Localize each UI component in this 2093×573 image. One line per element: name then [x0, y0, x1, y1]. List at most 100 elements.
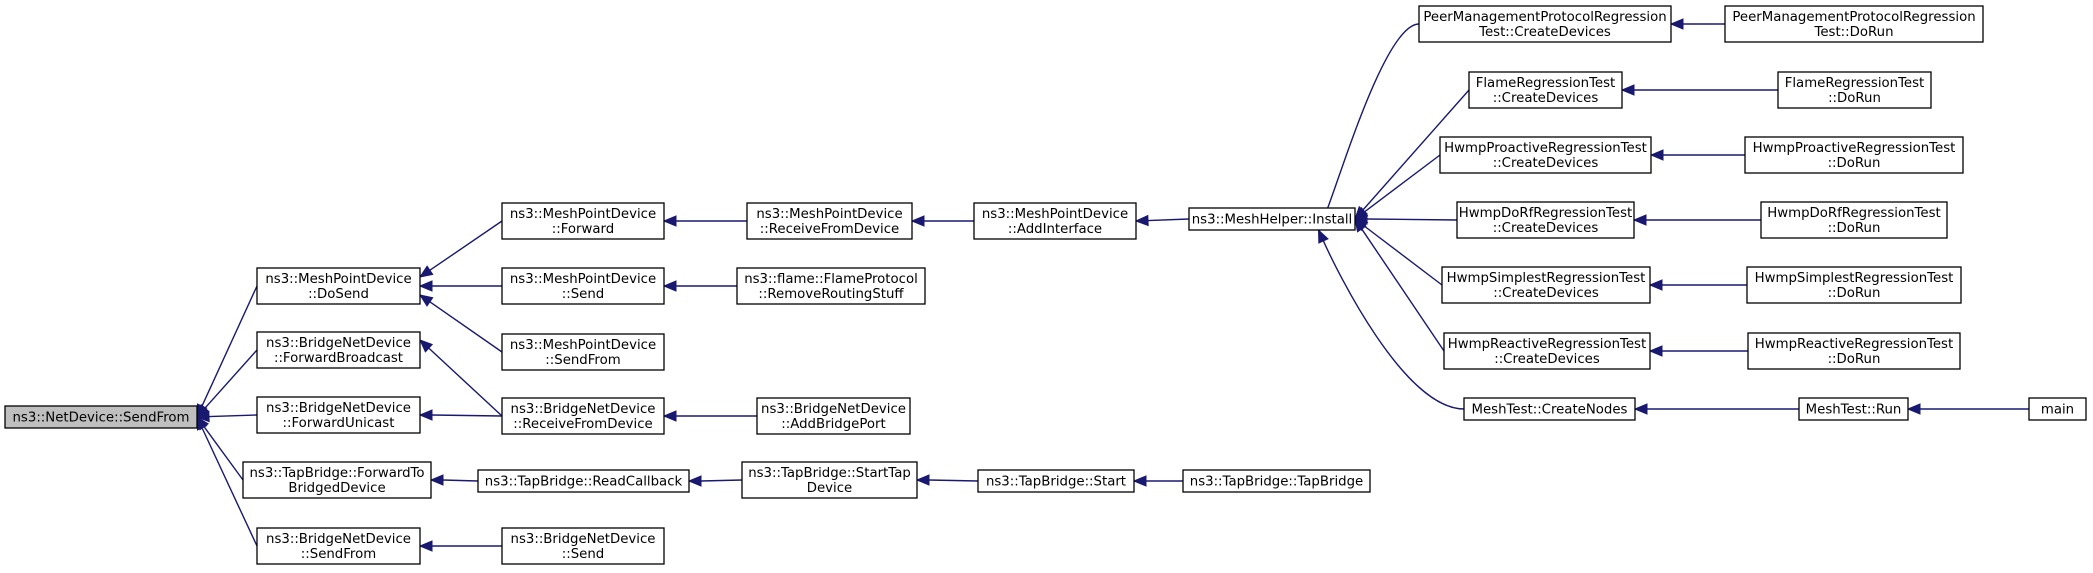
node-hdorf-create[interactable]: HwmpDoRfRegressionTest::CreateDevices [1456, 201, 1635, 239]
edge-tap-ctor-to-tap-start [1132, 475, 1183, 487]
node-meshhelper[interactable]: ns3::MeshHelper::Install [1188, 207, 1356, 231]
node-label: ::ReceiveFromDevice [760, 222, 899, 237]
node-box [242, 461, 432, 499]
node-tap-readcb[interactable]: ns3::TapBridge::ReadCallback [477, 469, 690, 493]
node-label: Test::CreateDevices [1478, 25, 1611, 40]
node-box [1724, 5, 1984, 43]
arrow-head-icon [1632, 214, 1647, 226]
edge-line [429, 301, 503, 353]
node-flame-dorun[interactable]: FlameRegressionTest::DoRun [1777, 71, 1932, 109]
node-label: FlameRegressionTest [1476, 76, 1616, 91]
edge-hdorf-create-to-meshhelper [1353, 213, 1458, 225]
node-label: ::CreateDevices [1493, 91, 1599, 106]
arrow-head-icon [1649, 149, 1664, 161]
edge-meshhelper-to-mpd-addif [1134, 214, 1190, 227]
node-label: ns3::MeshPointDevice [510, 338, 656, 353]
node-hpro-dorun[interactable]: HwmpProactiveRegressionTest::DoRun [1744, 136, 1964, 174]
node-hreact-dorun[interactable]: HwmpReactiveRegressionTest::DoRun [1747, 332, 1961, 370]
node-box [501, 527, 665, 565]
node-hdorf-dorun[interactable]: HwmpDoRfRegressionTest::DoRun [1760, 201, 1948, 239]
node-bnd-sendfrom[interactable]: ns3::BridgeNetDevice::SendFrom [256, 527, 421, 565]
node-hsimple-create[interactable]: HwmpSimplestRegressionTest::CreateDevice… [1441, 266, 1651, 304]
node-mpd-dosend[interactable]: ns3::MeshPointDevice::DoSend [256, 267, 421, 305]
edge-hreact-dorun-to-hreact-create [1648, 345, 1748, 357]
arrow-head-icon [195, 410, 210, 423]
node-bnd-recvfrom[interactable]: ns3::BridgeNetDevice::ReceiveFromDevice [501, 397, 665, 435]
node-sendfrom[interactable]: ns3::NetDevice::SendFrom [4, 405, 198, 429]
node-flame-remove[interactable]: ns3::flame::FlameProtocol::RemoveRouting… [736, 267, 926, 305]
node-tap-start[interactable]: ns3::TapBridge::Start [977, 469, 1135, 493]
edge-bnd-fwdunicast-to-sendfrom [195, 410, 258, 423]
node-bnd-fwdbcast[interactable]: ns3::BridgeNetDevice::ForwardBroadcast [256, 331, 421, 369]
arrow-head-icon [915, 474, 930, 486]
edge-line [1322, 23, 1420, 220]
node-box [1441, 266, 1651, 304]
node-label: Test::DoRun [1813, 25, 1893, 40]
node-mpd-forward[interactable]: ns3::MeshPointDevice::Forward [501, 202, 665, 240]
node-bnd-send[interactable]: ns3::BridgeNetDevice::Send [501, 527, 665, 565]
node-label: ::CreateDevices [1493, 221, 1599, 236]
edge-mpd-dosend-to-sendfrom [196, 285, 258, 419]
node-label: ::CreateDevices [1493, 156, 1599, 171]
node-label: ::SendFrom [301, 547, 376, 562]
node-bnd-fwdunicast[interactable]: ns3::BridgeNetDevice::ForwardUnicast [256, 396, 421, 434]
node-tap-ctor[interactable]: ns3::TapBridge::TapBridge [1182, 469, 1371, 493]
node-hpro-create[interactable]: HwmpProactiveRegressionTest::CreateDevic… [1439, 136, 1652, 174]
node-box [1746, 266, 1962, 304]
arrow-head-icon [910, 215, 925, 227]
node-mpd-send[interactable]: ns3::MeshPointDevice::Send [501, 267, 665, 305]
node-label: HwmpDoRfRegressionTest [1767, 206, 1940, 221]
node-box [1744, 136, 1964, 174]
node-label: ns3::MeshPointDevice [510, 272, 656, 287]
node-box [501, 267, 665, 305]
node-box [1443, 332, 1651, 370]
node-label: HwmpProactiveRegressionTest [1753, 141, 1956, 156]
node-box [2028, 397, 2087, 421]
edge-line [1322, 240, 1465, 410]
node-main[interactable]: main [2028, 397, 2087, 421]
node-meshtest-nodes[interactable]: MeshTest::CreateNodes [1463, 397, 1636, 421]
node-hreact-create[interactable]: HwmpReactiveRegressionTest::CreateDevice… [1443, 332, 1651, 370]
node-bnd-addport[interactable]: ns3::BridgeNetDevice::AddBridgePort [756, 397, 911, 435]
edge-meshtest-nodes-to-meshhelper [1317, 228, 1465, 410]
edge-line [442, 479, 479, 482]
node-mpd-recvfrom[interactable]: ns3::MeshPointDevice::ReceiveFromDevice [746, 202, 913, 240]
arrow-head-icon [418, 409, 433, 421]
node-label: ::CreateDevices [1493, 286, 1599, 301]
arrow-head-icon [418, 294, 434, 307]
arrow-head-icon [1354, 217, 1367, 233]
edge-bnd-fwdbcast-to-sendfrom [196, 349, 258, 418]
node-box [741, 461, 918, 499]
edge-line [428, 347, 503, 417]
node-label: ::DoRun [1828, 156, 1881, 171]
node-label: ns3::BridgeNetDevice [511, 402, 656, 417]
node-label: ::DoRun [1828, 221, 1881, 236]
arrow-head-icon [1648, 279, 1663, 291]
graph-edges [195, 18, 2029, 552]
edge-line [1361, 228, 1445, 352]
node-mpd-addif[interactable]: ns3::MeshPointDevice::AddInterface [973, 202, 1137, 240]
node-label: HwmpDoRfRegressionTest [1459, 206, 1632, 221]
node-label: HwmpProactiveRegressionTest [1444, 141, 1647, 156]
node-label: ::DoSend [308, 287, 369, 302]
edge-bnd-send-to-bnd-sendfrom [418, 540, 502, 552]
edge-mpd-forward-to-mpd-dosend [418, 220, 503, 278]
node-meshtest-run[interactable]: MeshTest::Run [1798, 397, 1909, 421]
node-mpd-sendfrom[interactable]: ns3::MeshPointDevice::SendFrom [501, 333, 665, 371]
node-flame-create[interactable]: FlameRegressionTest::CreateDevices [1468, 71, 1623, 109]
node-label: HwmpReactiveRegressionTest [1755, 337, 1953, 352]
node-label: ::AddBridgePort [781, 417, 885, 432]
node-pmp-dorun[interactable]: PeerManagementProtocolRegressionTest::Do… [1724, 5, 1984, 43]
node-pmp-create[interactable]: PeerManagementProtocolRegressionTest::Cr… [1418, 5, 1672, 43]
node-box [256, 331, 421, 369]
node-box [1463, 397, 1636, 421]
node-label: ns3::BridgeNetDevice [266, 401, 411, 416]
node-label: ns3::MeshPointDevice [510, 207, 656, 222]
node-box [256, 396, 421, 434]
node-label: ns3::flame::FlameProtocol [744, 272, 918, 287]
node-hsimple-dorun[interactable]: HwmpSimplestRegressionTest::DoRun [1746, 266, 1962, 304]
node-box [501, 202, 665, 240]
